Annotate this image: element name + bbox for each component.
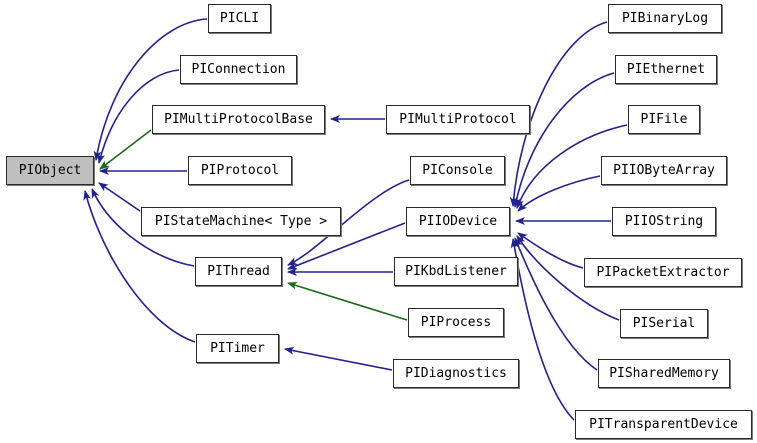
edge-pipacketextractor-to-piiodevice [517,232,584,269]
class-node-pitimer[interactable]: PITimer [196,334,279,363]
class-node-piprotocol[interactable]: PIProtocol [188,156,292,185]
class-node-piconsole[interactable]: PIConsole [410,156,505,185]
edge-pimultiprotocolbase-to-piobject [99,129,152,170]
class-node-pithread[interactable]: PIThread [195,257,282,286]
class-node-label: PIIOByteArray [613,163,715,178]
class-node-label: PIThread [207,264,270,279]
class-node-label: PISerial [632,316,696,331]
class-node-pidiagnostics[interactable]: PIDiagnostics [393,359,519,388]
class-node-label: PISharedMemory [609,366,719,381]
class-node-label: PIIODevice [418,214,498,229]
class-node-label: PIKbdListener [405,264,507,279]
edge-picli-to-piobject [93,18,208,161]
class-node-pitransparentdevice[interactable]: PITransparentDevice [575,410,752,439]
class-node-pipacketextractor[interactable]: PIPacketExtractor [584,258,742,287]
class-node-label: PIDiagnostics [405,366,507,381]
class-node-picli[interactable]: PICLI [208,4,271,33]
edge-piethernet-to-piiodevice [512,72,615,208]
class-node-pisharedmemory[interactable]: PISharedMemory [598,359,730,388]
class-node-pikbdlistener[interactable]: PIKbdListener [394,257,518,286]
edge-pitransparentdevice-to-piiodevice [510,238,575,421]
class-node-label: PIObject [18,163,82,178]
class-node-label: PIConsole [422,163,493,178]
class-node-label: PITimer [210,341,265,356]
class-node-piserial[interactable]: PISerial [620,309,708,338]
class-node-label: PIStateMachine< Type > [154,214,328,229]
class-node-piprocess[interactable]: PIProcess [408,308,504,337]
class-node-pifile[interactable]: PIFile [628,105,700,134]
edge-piprocess-to-pithread [287,281,408,321]
class-node-label: PITransparentDevice [589,417,738,432]
class-node-label: PIEthernet [626,62,706,77]
class-node-label: PICLI [219,11,260,26]
class-node-piiostring[interactable]: PIIOString [612,207,716,236]
class-node-piiodevice[interactable]: PIIODevice [406,207,510,236]
edge-piiobytearray-to-piiodevice [517,175,601,212]
class-node-piiobytearray[interactable]: PIIOByteArray [601,156,727,185]
class-node-label: PIMultiProtocolBase [164,112,313,127]
class-node-pibinarylog[interactable]: PIBinaryLog [608,4,722,33]
class-node-piethernet[interactable]: PIEthernet [615,55,717,84]
class-node-pimultiprotocol[interactable]: PIMultiProtocol [386,105,530,134]
class-node-label: PIConnection [191,62,286,77]
class-node-pistatemachine[interactable]: PIStateMachine< Type > [141,207,341,236]
class-node-piobject[interactable]: PIObject [6,156,94,185]
class-node-label: PIIOString [624,214,704,229]
class-node-label: PIPacketExtractor [596,265,730,280]
class-node-piconnection[interactable]: PIConnection [180,55,297,84]
class-node-label: PIProtocol [200,163,280,178]
class-node-label: PIBinaryLog [621,11,709,26]
class-node-label: PIFile [640,112,688,127]
class-node-label: PIMultiProtocol [399,112,517,127]
edge-pidiagnostics-to-pitimer [284,346,393,371]
edge-pistatemachine-to-piobject [98,182,141,212]
class-node-label: PIProcess [420,315,492,330]
class-node-pimultiprotocolbase[interactable]: PIMultiProtocolBase [152,105,325,134]
